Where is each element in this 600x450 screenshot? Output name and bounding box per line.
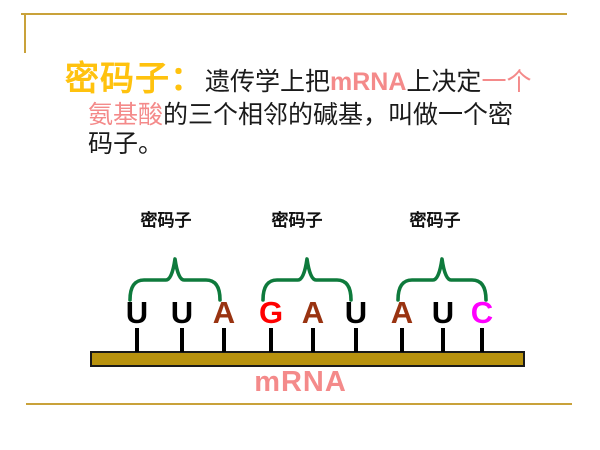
base-stem [269, 328, 273, 352]
base-letter-3-A: A [212, 295, 236, 330]
base-letter-5-A: A [301, 295, 325, 330]
base-stem [354, 328, 358, 352]
definition-line-1: 密码子：遗传学上把mRNA上决定一个 [65, 63, 531, 97]
base-letter-7-A: A [390, 295, 414, 330]
mrna-strand-label: mRNA [254, 366, 347, 398]
definition-text-segment: 的三个相邻的碱基，叫做一个密 [163, 102, 514, 129]
base-stem [441, 328, 445, 352]
definition-text-segment: mRNA [330, 68, 407, 96]
top-frame-line [21, 13, 567, 15]
definition-text-segment: 上决定 [406, 69, 482, 96]
base-letter-8-U: U [431, 295, 455, 330]
base-stem [180, 328, 184, 352]
base-stem [311, 328, 315, 352]
definition-term: 密码子： [65, 61, 205, 98]
base-letter-1-U: U [125, 295, 149, 330]
codon-brace-icon [128, 257, 222, 302]
base-letter-4-G: G [258, 295, 284, 330]
base-letter-6-U: U [344, 295, 368, 330]
bottom-frame-line [26, 403, 572, 405]
base-stem [480, 328, 484, 352]
base-letter-2-U: U [170, 295, 194, 330]
codon-label-3: 密码子 [409, 211, 461, 230]
base-stem [400, 328, 404, 352]
base-stem [222, 328, 226, 352]
base-stem [135, 328, 139, 352]
base-letter-9-C: C [470, 295, 494, 330]
codon-label-1: 密码子 [140, 211, 192, 230]
mrna-strand-bar [90, 351, 525, 367]
definition-text-segment: 码子。 [88, 131, 164, 158]
left-frame-tick [24, 13, 26, 53]
definition-text-segment: 氨基酸 [88, 102, 164, 129]
definition-line-2: 氨基酸的三个相邻的碱基，叫做一个密 [88, 103, 513, 128]
codon-brace-icon [396, 257, 488, 302]
codon-label-2: 密码子 [271, 211, 323, 230]
definition-text-segment: 遗传学上把 [205, 69, 331, 96]
codon-brace-icon [261, 257, 353, 302]
definition-line-3: 码子。 [88, 132, 163, 157]
definition-text-segment: 一个 [481, 69, 532, 96]
